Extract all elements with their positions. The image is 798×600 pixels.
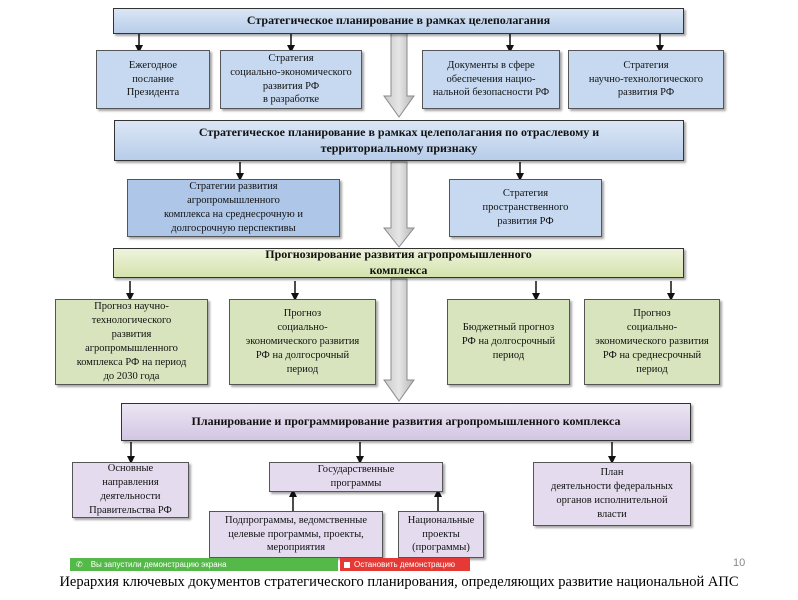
level1-item-3: Документы в сфере обеспечения нацио- нал… [422, 50, 560, 109]
level3-item-2: Прогноз социально- экономического развит… [229, 299, 376, 385]
stop-icon [344, 561, 350, 568]
level4-sub-item-1: Подпрограммы, ведомственные целевые прог… [209, 511, 383, 558]
level1-item-4: Стратегия научно-технологического развит… [568, 50, 724, 109]
level4-item-1: Основные направления деятельности Правит… [72, 462, 189, 518]
level3-header: Прогнозирование развития агропромышленно… [113, 247, 684, 278]
flow-arrow-2 [382, 161, 416, 248]
level1-item-1-label: Ежегодное послание Президента [126, 59, 180, 99]
stop-demo-label: Остановить демонстрацию [354, 560, 455, 569]
level3-item-1-label: Прогноз научно- технологического развити… [76, 301, 187, 382]
level2-title: Стратегическое планирование в рамках цел… [198, 124, 600, 155]
stop-demo-button[interactable]: Остановить демонстрацию [340, 558, 470, 571]
level1-item-2-label: Стратегия социально-экономического разви… [230, 52, 352, 106]
level1-item-2: Стратегия социально-экономического разви… [220, 50, 362, 109]
level1-header: Стратегическое планирование в рамках цел… [113, 8, 684, 34]
level4-sub-item-2: Национальные проекты (программы) [398, 511, 484, 558]
level1-item-1: Ежегодное послание Президента [96, 50, 210, 109]
level2-header: Стратегическое планирование в рамках цел… [114, 120, 684, 161]
level4-item-3-label: План деятельности федеральных органов ис… [550, 467, 674, 520]
level4-item-2-label: Государственные программы [317, 464, 395, 489]
level4-item-2: Государственные программы [269, 462, 443, 492]
level1-item-3-label: Документы в сфере обеспечения нацио- нал… [432, 59, 550, 99]
page-number: 10 [733, 557, 746, 569]
level3-item-3: Бюджетный прогноз РФ на долгосрочный пер… [447, 299, 570, 385]
level2-item-1-label: Стратегии развития агропромышленного ком… [163, 181, 304, 234]
level1-item-4-label: Стратегия научно-технологического развит… [588, 59, 704, 99]
level1-title: Стратегическое планирование в рамках цел… [246, 13, 551, 28]
level4-sub-item-2-label: Национальные проекты (программы) [407, 514, 475, 554]
screen-share-status: Вы запустили демонстрацию экрана [90, 560, 227, 569]
level3-item-4: Прогноз социально- экономического развит… [584, 299, 720, 385]
level3-item-4-label: Прогноз социально- экономического развит… [595, 308, 709, 375]
level2-item-2: Стратегия пространственного развития РФ [449, 179, 602, 237]
level2-item-1: Стратегии развития агропромышленного ком… [127, 179, 340, 237]
level3-title: Прогнозирование развития агропромышленно… [265, 247, 532, 277]
level4-header: Планирование и программирование развития… [121, 403, 691, 441]
level4-title: Планирование и программирование развития… [191, 414, 621, 429]
level2-item-2-label: Стратегия пространственного развития РФ [482, 188, 569, 227]
level3-item-3-label: Бюджетный прогноз РФ на долгосрочный пер… [461, 322, 556, 361]
level3-item-1: Прогноз научно- технологического развити… [55, 299, 208, 385]
flow-arrow-3 [383, 278, 415, 402]
flow-arrow-1 [383, 31, 415, 118]
level3-item-2-label: Прогноз социально- экономического развит… [245, 308, 360, 375]
phone-icon: ✆ [76, 560, 83, 569]
level4-item-3: План деятельности федеральных органов ис… [533, 462, 691, 526]
level4-sub-item-1-label: Подпрограммы, ведомственные целевые прог… [224, 514, 368, 554]
screen-share-banner: ✆ Вы запустили демонстрацию экрана [70, 558, 338, 571]
level4-item-1-label: Основные направления деятельности Правит… [89, 463, 172, 516]
slide-caption: Иерархия ключевых документов стратегичес… [59, 574, 739, 590]
